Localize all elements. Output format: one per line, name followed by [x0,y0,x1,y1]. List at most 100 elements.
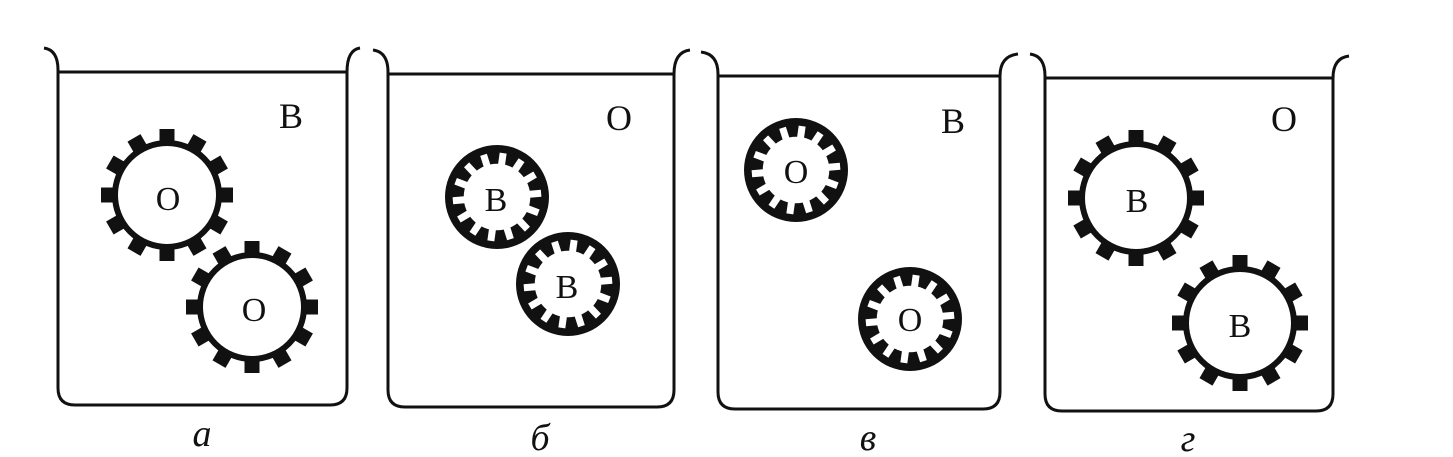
ring-notch [480,153,491,169]
ring-notch [786,200,796,215]
ring-notch [598,276,613,285]
particle: O [101,129,233,261]
particle: O [858,267,962,371]
ring-shell [744,118,848,222]
ring-notch [582,245,596,260]
ring-notch [558,314,568,329]
ring-notch [826,162,841,171]
ring-notch [753,150,769,163]
ring-notch [870,331,885,345]
ring-notch [916,347,927,363]
ring-shell [858,267,962,371]
particle: B [1172,255,1308,391]
particle-label: O [156,181,181,218]
beaker-b-caption: б [530,417,551,457]
ring-notch [503,225,514,241]
ring-notch [796,125,806,140]
particle-label: B [556,269,579,306]
ring-notch [515,217,530,232]
ring-notch [595,291,611,304]
ring-notch [810,131,824,146]
ring-notch [935,293,950,307]
ring-notch [779,126,790,142]
ring-notch [574,312,585,328]
ring-notch [928,339,943,354]
particle: B [1068,130,1204,266]
ring-notch [454,177,470,190]
beaker-b-outline [372,48,691,409]
beaker-v-caption: в [860,417,877,457]
ring-notch [525,264,541,277]
ring-notch [768,194,782,209]
ring-notch [823,177,839,190]
ring-notch [452,196,467,205]
ring-notch [593,258,608,272]
particle-label: B [485,182,508,219]
particle: O [186,241,318,373]
beaker-v: B O O в [700,50,1019,457]
beaker-a-outline [43,46,361,407]
beaker-v-medium-label: B [941,101,965,141]
gear-body [1079,141,1193,255]
ring-notch [882,343,896,358]
gear-body [112,140,222,250]
ring-notch [937,326,953,339]
beaker-a: B O O а [43,46,361,455]
gear-shell [1068,130,1204,266]
ring-notch [867,299,883,312]
ring-notch [893,275,904,291]
beaker-g-caption: г [1181,418,1196,457]
particle-label: O [242,292,267,329]
beaker-g: O B B г [1029,52,1350,457]
ring-notch [814,190,829,205]
ring-notch [900,349,910,364]
beaker-v-outline [700,50,1019,411]
ring-inner [876,285,944,353]
ring-notch [763,135,778,150]
ring-shell [516,232,620,336]
ring-notch [527,189,542,198]
beaker-g-outline [1029,52,1350,413]
ring-notch [540,308,554,323]
ring-notch [877,284,892,299]
particle-label: O [784,154,809,191]
gear-body [197,252,307,362]
beaker-b: O B B б [372,48,691,457]
ring-notch [528,296,543,310]
ring-notch [469,221,483,236]
particle-label: B [1126,183,1149,220]
beaker-b-medium-label: O [606,98,632,138]
ring-notch [802,198,813,214]
ring-notch [497,152,507,167]
beaker-a-caption: а [193,413,212,455]
ring-notch [551,240,562,256]
ring-notch [586,304,601,319]
ring-notch [524,204,540,217]
ring-notch [865,318,880,327]
particle: B [445,145,549,249]
ring-notch [457,209,472,223]
particle: O [744,118,848,222]
gear-body [1183,266,1297,380]
ring-notch [821,144,836,158]
ring-notch [568,239,578,254]
ring-notch [522,171,537,185]
gear-shell [186,241,318,373]
ring-notch [487,227,497,242]
particle: B [516,232,620,336]
gear-shell [101,129,233,261]
ring-notch [511,158,525,173]
ring-notch [756,182,771,196]
ring-inner [762,136,830,204]
ring-notch [535,249,550,264]
ring-notch [523,283,538,292]
ring-notch [464,162,479,177]
ring-notch [910,274,920,289]
gear-shell [1172,255,1308,391]
beaker-g-medium-label: O [1271,99,1297,139]
beaker-a-medium-label: B [279,96,303,136]
ring-inner [534,250,602,318]
ring-inner [463,163,531,231]
ring-shell [445,145,549,249]
